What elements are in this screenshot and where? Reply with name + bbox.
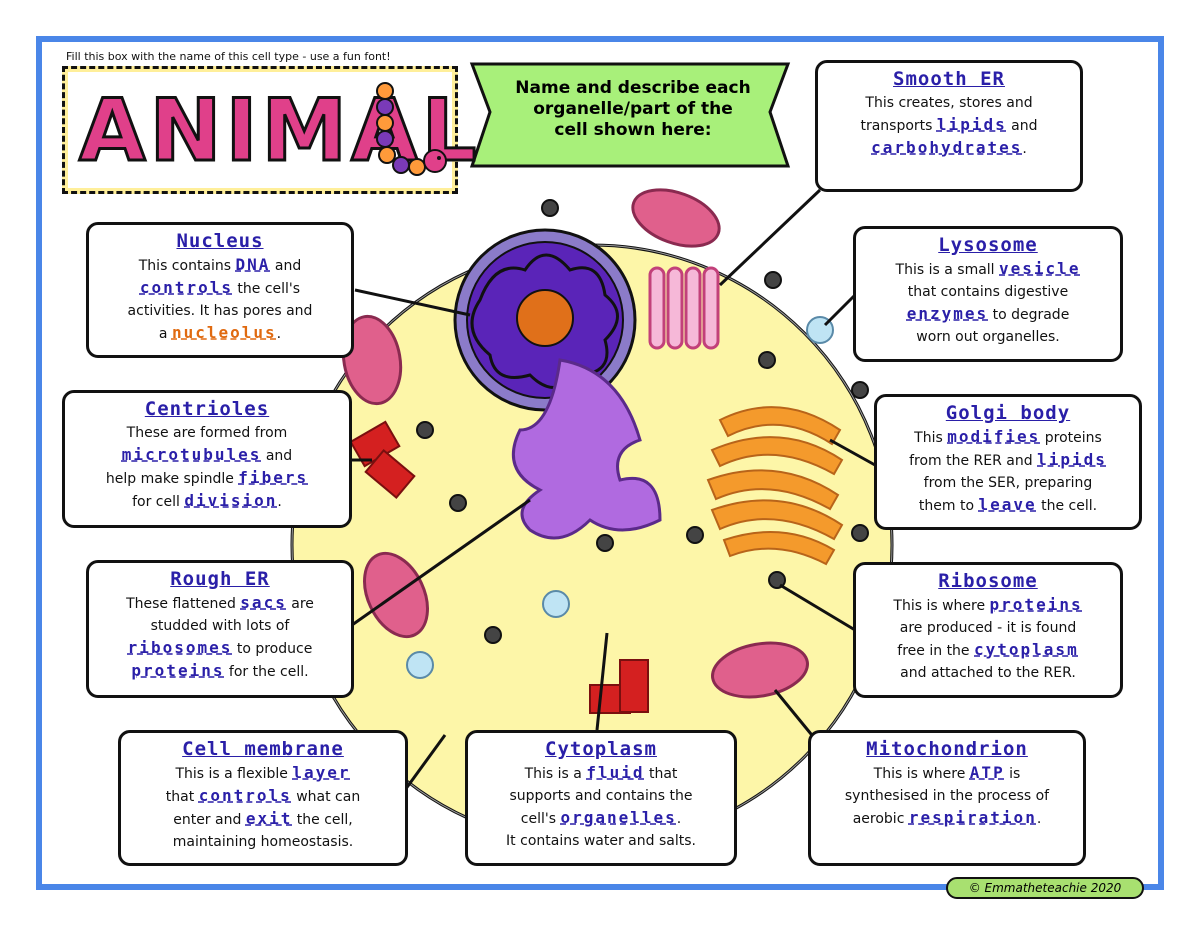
centrioles-label: Centrioles These are formed from microtu…	[62, 390, 352, 528]
caterpillar-icon	[376, 82, 447, 176]
mitochondrion-label: Mitochondrion This is where ATP is synth…	[808, 730, 1086, 866]
nucleus	[453, 228, 637, 412]
ribosomes	[416, 199, 869, 644]
title-hint: Fill this box with the name of this cell…	[66, 50, 391, 63]
smooth-er-label: Smooth ER This creates, stores and trans…	[815, 60, 1083, 192]
rough-er-label: Rough ER These flattened sacs are studde…	[86, 560, 354, 698]
ribosome-label: Ribosome This is where proteins are prod…	[853, 562, 1123, 698]
nucleus-label: Nucleus This contains DNA and controls t…	[86, 222, 354, 358]
cell-type-box: ANIMAL	[62, 66, 478, 194]
copyright-badge: © Emmatheteachie 2020	[946, 877, 1144, 899]
cell-membrane-label: Cell membrane This is a flexible layer t…	[118, 730, 408, 866]
instruction-banner	[469, 62, 791, 168]
lysosomes	[406, 316, 834, 679]
golgi-body	[706, 406, 844, 566]
rough-er	[511, 358, 662, 540]
smooth-er	[648, 266, 720, 350]
golgi-body-label: Golgi body This modifies proteins from t…	[874, 394, 1142, 530]
cytoplasm-label: Cytoplasm This is a fluid that supports …	[465, 730, 737, 866]
banner-text: Name and describe each organelle/part of…	[515, 78, 751, 140]
centrioles	[349, 420, 649, 714]
nucleolus	[516, 289, 574, 347]
lysosome-label: Lysosome This is a small vesicle that co…	[853, 226, 1123, 362]
